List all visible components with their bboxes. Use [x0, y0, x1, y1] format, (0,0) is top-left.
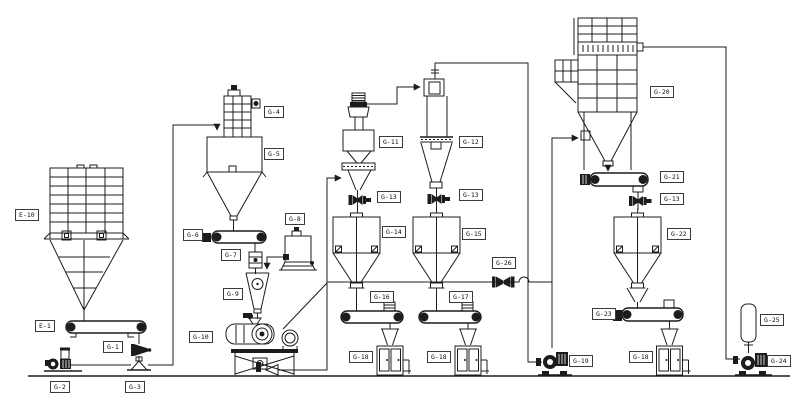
silencer-g25 [740, 303, 757, 353]
label-g19: G-19 [569, 355, 593, 368]
blower-g2 [44, 347, 131, 372]
rotary-valve-g1 [131, 344, 152, 362]
feeder-g11 [341, 92, 376, 195]
label-g23: G-23 [592, 308, 616, 321]
packer-g18a [376, 322, 412, 376]
screw-conveyor-g17 [418, 301, 482, 328]
pipe-lines [28, 46, 790, 377]
valve-g26 [492, 276, 515, 288]
packer-g18c [656, 322, 691, 376]
screw-conveyor-g23 [613, 299, 684, 328]
label-g8: G-8 [285, 213, 305, 226]
label-g15: G-15 [462, 228, 486, 241]
mill-g10 [225, 313, 299, 376]
label-g22: G-22 [667, 228, 691, 241]
label-g11: G-11 [379, 136, 403, 149]
cone-mixer-g9 [245, 272, 270, 319]
label-g2: G-2 [50, 381, 70, 394]
label-g7: G-7 [221, 249, 241, 262]
hopper-g14 [332, 212, 381, 289]
label-g13c: G-13 [660, 193, 684, 206]
label-g18b: G-18 [427, 351, 451, 364]
label-g18c: G-18 [629, 351, 653, 364]
hopper-g15 [412, 212, 461, 289]
screw-conveyor-g16 [340, 301, 404, 328]
cyclone-g12 [420, 69, 453, 194]
label-g10: G-10 [189, 331, 213, 344]
blower-g19 [536, 352, 572, 376]
dust-filter-g4 [223, 85, 261, 138]
label-g4: G-4 [264, 106, 284, 119]
label-g16: G-16 [370, 291, 394, 304]
label-g20: G-20 [650, 86, 674, 99]
label-g17: G-17 [449, 291, 473, 304]
silo-e10 [43, 164, 130, 321]
hopper-g22 [613, 212, 662, 308]
screw-conveyor-e1 [65, 320, 147, 344]
baghouse-g20 [554, 17, 644, 172]
label-g5: G-5 [264, 148, 284, 161]
diverter-valve-g3 [127, 356, 151, 371]
hopper-g5 [202, 136, 267, 231]
label-g14: G-14 [382, 226, 406, 239]
label-g25: G-25 [760, 314, 784, 327]
liquid-tank-g8 [263, 227, 317, 271]
label-g26: G-26 [492, 257, 516, 270]
label-e10: E-10 [15, 209, 39, 222]
label-g13a: G-13 [377, 191, 401, 204]
label-g24: G-24 [767, 355, 791, 368]
label-g9: G-9 [223, 288, 243, 301]
label-g18a: G-18 [349, 351, 373, 364]
label-g6: G-6 [183, 229, 203, 242]
label-g3: G-3 [125, 381, 145, 394]
blower-g24 [733, 353, 772, 376]
label-g12: G-12 [459, 136, 483, 149]
label-g21: G-21 [660, 171, 684, 184]
label-g1: G-1 [103, 341, 123, 354]
label-g13b: G-13 [459, 189, 483, 202]
rotary-valve-g7 [248, 251, 263, 274]
packer-g18b [454, 322, 490, 376]
label-e1: E-1 [35, 320, 55, 333]
